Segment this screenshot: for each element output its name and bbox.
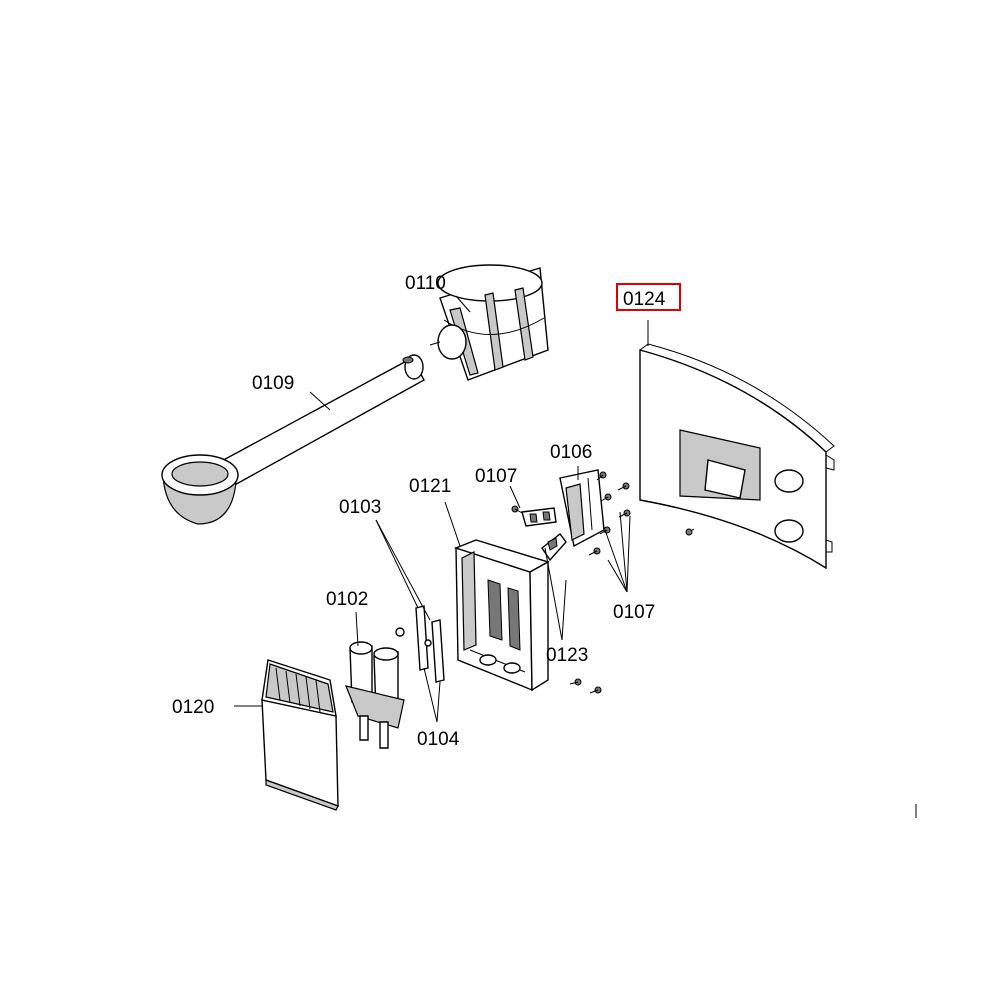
label-0102: 0102 — [326, 589, 368, 610]
label-0107-bottom: 0107 — [613, 602, 655, 623]
label-0104: 0104 — [417, 729, 460, 750]
leader-lines — [234, 295, 917, 818]
part-0123-clips — [521, 507, 567, 562]
label-0120: 0120 — [172, 697, 214, 718]
label-0110: 0110 — [405, 273, 446, 294]
part-0106-bracket — [559, 469, 605, 548]
label-0109: 0109 — [252, 373, 294, 394]
part-0109-measuring-spoon — [161, 354, 425, 525]
label-0106: 0106 — [550, 442, 592, 463]
label-0103: 0103 — [339, 497, 381, 518]
screw-icon — [685, 528, 695, 536]
part-0110-grinder-cone — [429, 264, 549, 381]
part-0124-front-panel — [639, 343, 835, 570]
label-0124: 0124 — [623, 289, 666, 310]
label-0123: 0123 — [546, 645, 588, 666]
part-0121-housing — [453, 539, 550, 692]
label-0121: 0121 — [409, 476, 451, 497]
label-0107-top: 0107 — [475, 466, 517, 487]
part-0120-cover — [261, 659, 339, 811]
part-0102-connector — [345, 641, 405, 749]
highlight-box-0124 — [616, 283, 681, 311]
part-0103-0104-pins — [395, 605, 445, 683]
